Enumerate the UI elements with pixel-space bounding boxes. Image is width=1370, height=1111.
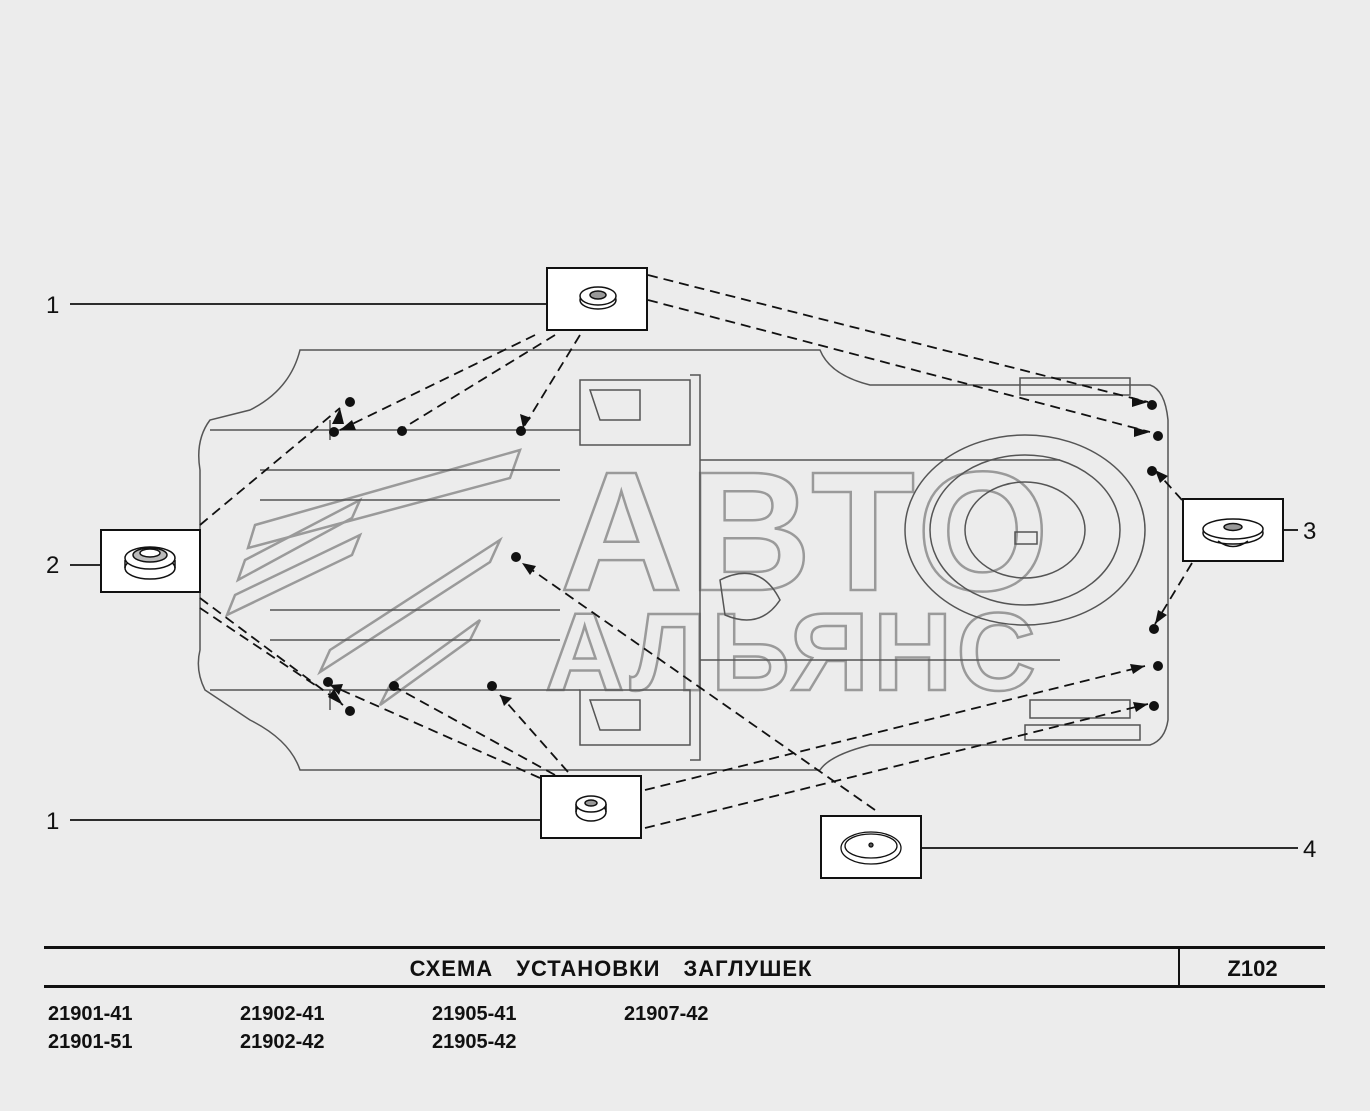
model-code: 21905-41 — [432, 1003, 517, 1025]
plug-box-3 — [1182, 498, 1284, 562]
model-code: 21907-42 — [624, 1003, 709, 1025]
callout-1-top: 1 — [46, 292, 60, 319]
plug-type-3-icon — [1202, 518, 1264, 548]
plug-type-2-icon — [124, 546, 176, 580]
model-code: 21902-41 — [240, 1003, 325, 1025]
plug-type-4-icon — [840, 831, 902, 865]
model-code: 21905-42 — [432, 1031, 517, 1053]
title-block: СХЕМА УСТАНОВКИ ЗАГЛУШЕК Z102 — [44, 946, 1325, 988]
model-code: 21901-51 — [48, 1031, 133, 1053]
callout-4: 4 — [1303, 836, 1317, 863]
plug-box-1-top — [546, 267, 648, 331]
callout-3: 3 — [1303, 518, 1317, 545]
callout-1-bottom: 1 — [46, 808, 60, 835]
mounting-points — [323, 397, 1163, 716]
watermark-line1: АВТО — [560, 437, 1055, 627]
diagram-code: Z102 — [1227, 956, 1278, 981]
diagram-title: СХЕМА УСТАНОВКИ ЗАГЛУШЕК — [409, 956, 813, 981]
model-code: 21902-42 — [240, 1031, 325, 1053]
title-separator — [1178, 946, 1180, 988]
watermark-line2: АЛЬЯНС — [545, 591, 1040, 714]
watermark-logo — [224, 448, 522, 707]
watermark: АВТО АЛЬЯНС — [224, 436, 1055, 715]
underbody-diagram: АВТО АЛЬЯНС — [70, 267, 1298, 879]
plug-box-1-bottom — [540, 775, 642, 839]
plug-type-1-icon — [579, 286, 617, 310]
plug-type-1-icon — [575, 795, 607, 822]
model-code: 21901-41 — [48, 1003, 133, 1025]
plug-box-4 — [820, 815, 922, 879]
callout-2: 2 — [46, 552, 60, 579]
arrowheads — [328, 397, 1168, 712]
car-underbody — [197, 349, 1169, 771]
leader-lines — [70, 303, 1298, 849]
model-list: 21901-41 21901-51 21902-41 21902-42 2190… — [48, 1003, 948, 1063]
plug-box-2 — [100, 529, 201, 593]
pointer-lines — [199, 274, 1193, 829]
